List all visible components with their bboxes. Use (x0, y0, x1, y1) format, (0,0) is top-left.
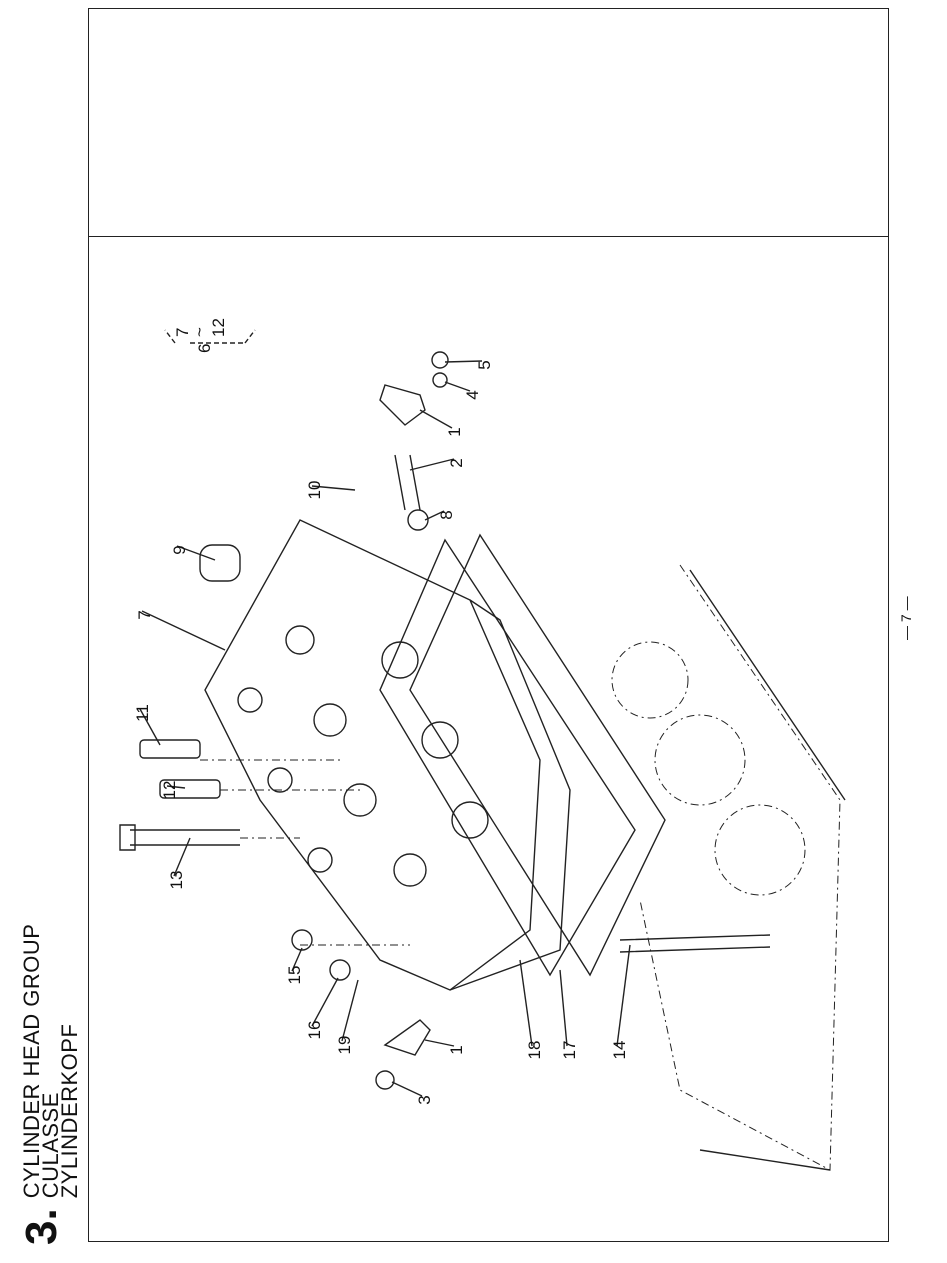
callout-7: 7 (135, 610, 154, 619)
note-from: 7 (173, 328, 192, 337)
leader-line (141, 610, 226, 651)
stud-14 (619, 934, 771, 953)
callout-2: 2 (447, 458, 466, 467)
leader-line (519, 959, 533, 1047)
leader-line (409, 458, 455, 471)
callout-11: 11 (133, 704, 152, 722)
callout-8: 8 (437, 510, 456, 519)
page-frame (88, 8, 889, 1242)
leader-line (311, 485, 356, 491)
nut-15 (291, 929, 313, 951)
leader-line (444, 360, 483, 363)
bolt-13 (119, 824, 240, 851)
note-parent: 6 (195, 344, 214, 353)
lifting-plate-bottom (383, 1019, 431, 1056)
callout-1: 1 (445, 427, 464, 436)
leader-line (424, 1039, 455, 1047)
leader-line (176, 545, 216, 561)
callout-19: 19 (335, 1036, 354, 1055)
callout-15: 15 (285, 966, 304, 985)
leader-line (139, 708, 161, 746)
subassembly-note: 6 7 ~ 12 (164, 318, 256, 353)
engine-block-outline (611, 564, 846, 1171)
head-gasket-lower (409, 533, 666, 977)
bolt-16 (329, 959, 351, 981)
stud-2 (394, 454, 421, 511)
frame-divider (88, 236, 889, 237)
callout-14: 14 (610, 1041, 629, 1060)
nut-5 (431, 351, 449, 369)
callout-12: 12 (160, 781, 179, 800)
leader-line (616, 944, 631, 1047)
leader-line (311, 977, 339, 1027)
callout-13: 13 (167, 871, 186, 890)
leader-line (424, 510, 445, 521)
seal-8 (407, 509, 429, 531)
washer-4 (432, 372, 448, 388)
leader-line (444, 381, 471, 392)
valve-guide-11 (139, 739, 201, 759)
callout-4: 4 (463, 390, 482, 399)
callout-9: 9 (170, 545, 189, 554)
head-gasket-upper (379, 538, 636, 977)
parts (119, 351, 771, 1090)
leader-line (419, 409, 453, 429)
cylinder-head (204, 519, 571, 991)
callout-10: 10 (305, 481, 324, 500)
callout-5: 5 (475, 360, 494, 369)
callout-18: 18 (525, 1041, 544, 1060)
leader-line (291, 947, 303, 972)
leader-line (559, 969, 568, 1047)
bolt-3 (375, 1070, 395, 1090)
leader-line (166, 785, 186, 789)
valve-guide-12 (159, 779, 221, 799)
plug-9 (199, 544, 241, 582)
note-to: 12 (209, 318, 228, 337)
lifting-plate-top (379, 384, 426, 426)
leader-line (173, 837, 191, 877)
note-sep: ~ (190, 327, 209, 337)
leader-line (341, 979, 359, 1042)
callout-16: 16 (305, 1021, 324, 1040)
callout-1: 1 (447, 1045, 466, 1054)
callout-3: 3 (415, 1095, 434, 1104)
callout-17: 17 (560, 1041, 579, 1060)
leader-line (391, 1081, 423, 1097)
